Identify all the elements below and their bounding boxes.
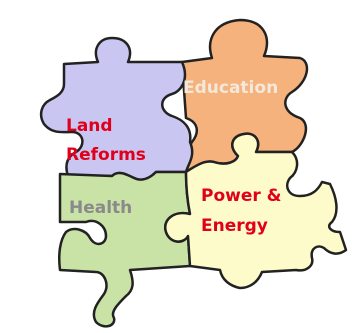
label-land-reforms-line2: Reforms (66, 145, 146, 165)
label-health: Health (69, 198, 132, 218)
label-land-reforms-line1: Land (66, 116, 113, 136)
puzzle-piece-health (58, 170, 192, 328)
puzzle-piece-power-energy (163, 132, 348, 290)
label-power-energy-line2: Energy (201, 216, 268, 236)
label-education: Education (183, 78, 278, 98)
label-power-energy-line1: Power & (201, 186, 282, 206)
